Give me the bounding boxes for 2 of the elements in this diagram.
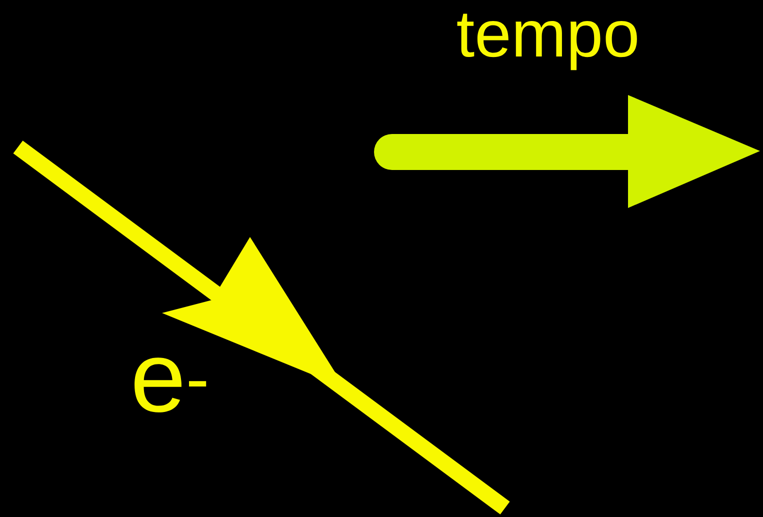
label: tempo: [457, 14, 637, 70]
label: e$^{-}$: [134, 358, 206, 412]
